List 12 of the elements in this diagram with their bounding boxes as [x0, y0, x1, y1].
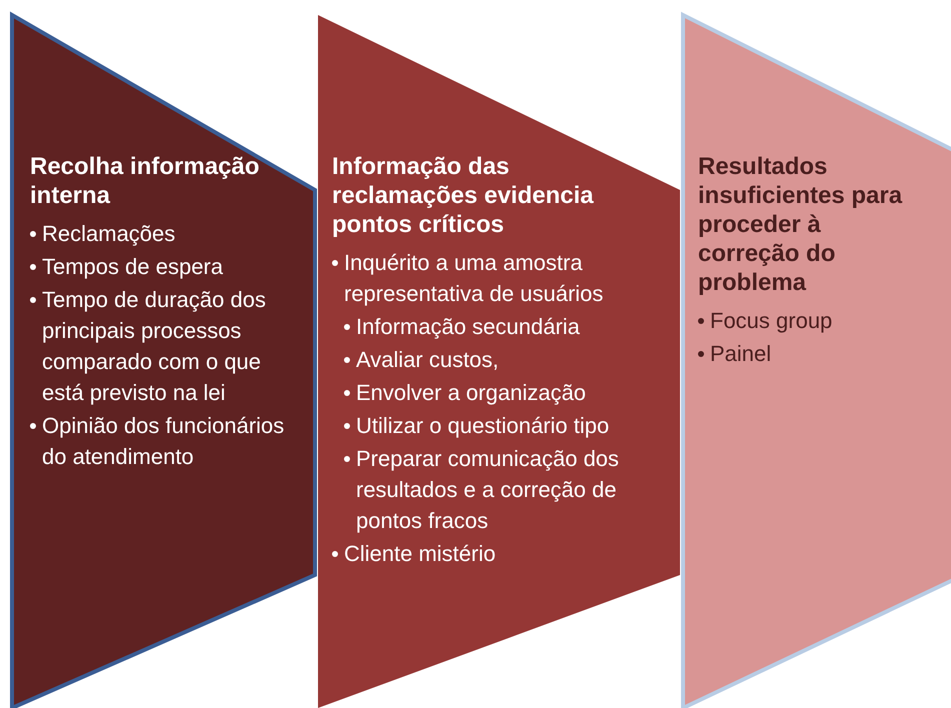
bullet-text: Envolver a organização	[356, 379, 586, 407]
bullet-text: Cliente mistério	[344, 540, 496, 568]
bullet-text: Painel	[710, 340, 772, 368]
bullet-text: Preparar comunicação dos resultados e a correção de pontos fracos	[356, 445, 620, 535]
bullet-text: Utilizar o questionário tipo	[356, 412, 610, 440]
bullet-text: Avaliar custos,	[356, 346, 499, 374]
step-heading: Resultados insuficientes para proceder à correção do problema	[698, 152, 904, 297]
step-heading: Informação das reclamações evidencia pontos críticos	[332, 152, 595, 239]
chevron-step	[318, 15, 680, 708]
bullet-text: Focus group	[710, 307, 832, 335]
bullet-text: Inquérito a uma amostra representativa de usuários	[344, 249, 604, 308]
bullet-text: Informação secundária	[356, 313, 580, 341]
